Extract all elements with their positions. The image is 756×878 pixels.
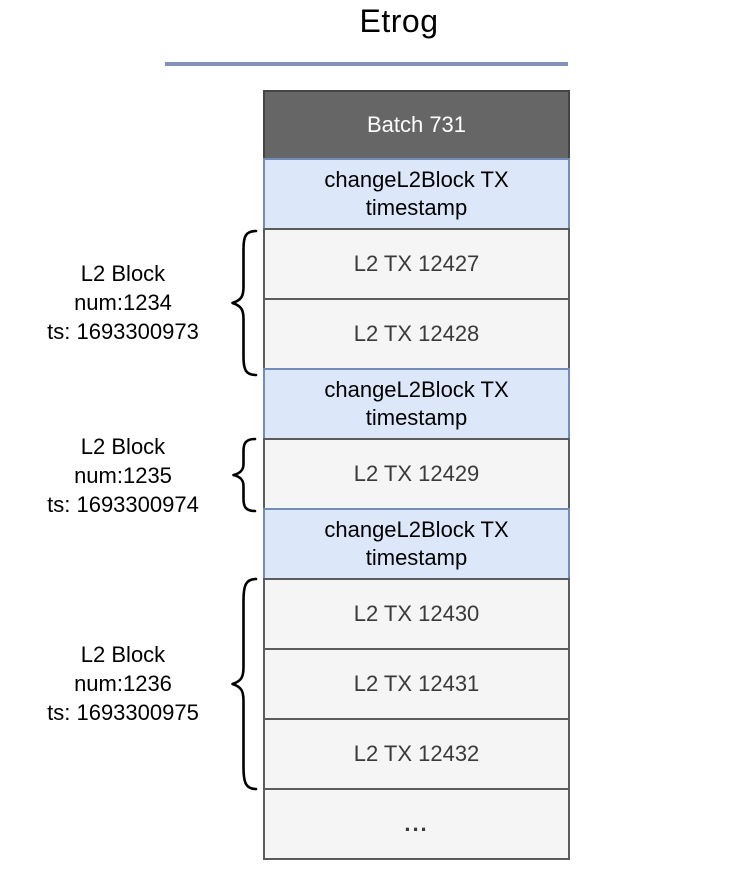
l2-block-label-1235: L2 Block num:1235 ts: 1693300974: [12, 432, 234, 519]
change-l2block-tx-label: changeL2Block TX timestamp: [324, 167, 509, 220]
l2-tx-row: L2 TX 12430: [263, 578, 570, 650]
l2-block-label-line: ts: 1693300974: [47, 492, 199, 517]
l2-block-label-line: num:1236: [74, 671, 172, 696]
l2-tx-row: L2 TX 12432: [263, 718, 570, 790]
change-l2block-tx-row: changeL2Block TX timestamp: [263, 158, 570, 230]
l2-block-label-line: ts: 1693300973: [47, 319, 199, 344]
curly-brace-icon: [230, 229, 258, 377]
l2-tx-row: L2 TX 12428: [263, 298, 570, 370]
curly-brace-icon: [230, 577, 258, 791]
l2-block-label-line: L2 Block: [80, 642, 166, 667]
l2-tx-row: L2 TX 12431: [263, 648, 570, 720]
title-divider: [165, 62, 568, 66]
l2-block-label-1236: L2 Block num:1236 ts: 1693300975: [12, 640, 234, 727]
l2-block-label-line: ts: 1693300975: [47, 700, 199, 725]
curly-brace-icon: [231, 437, 257, 513]
more-rows-ellipsis: ...: [263, 788, 570, 860]
l2-block-label-line: L2 Block: [80, 261, 166, 286]
change-l2block-tx-label: changeL2Block TX timestamp: [324, 517, 509, 570]
change-l2block-tx-row: changeL2Block TX timestamp: [263, 368, 570, 440]
l2-tx-row: L2 TX 12429: [263, 438, 570, 510]
diagram-title: Etrog: [359, 3, 439, 39]
l2-tx-row: L2 TX 12427: [263, 228, 570, 300]
l2-block-label-line: num:1235: [74, 463, 172, 488]
l2-block-label-line: L2 Block: [80, 434, 166, 459]
change-l2block-tx-label: changeL2Block TX timestamp: [324, 377, 509, 430]
l2-block-label-1234: L2 Block num:1234 ts: 1693300973: [12, 259, 234, 346]
l2-block-label-line: num:1234: [74, 290, 172, 315]
change-l2block-tx-row: changeL2Block TX timestamp: [263, 508, 570, 580]
batch-header: Batch 731: [263, 90, 570, 160]
batch-stack: Batch 731 changeL2Block TX timestamp L2 …: [263, 90, 570, 860]
